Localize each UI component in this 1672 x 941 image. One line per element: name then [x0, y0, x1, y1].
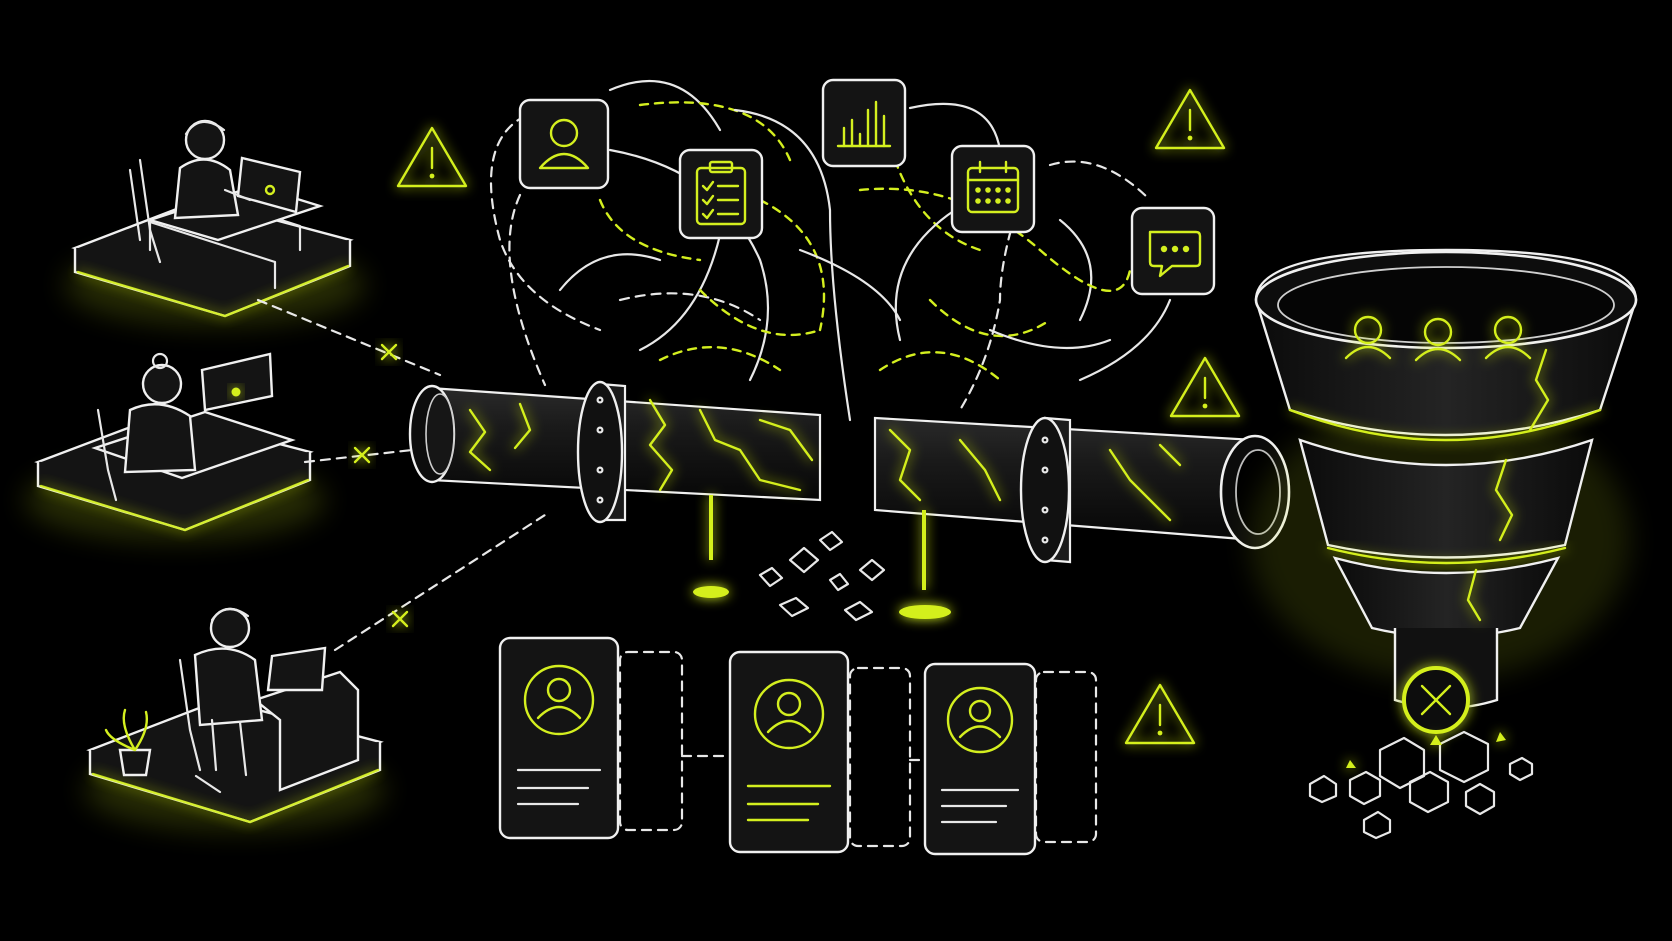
user-icon — [1414, 317, 1462, 362]
tool-panel-checklist — [678, 148, 764, 240]
bar-chart-icon — [836, 100, 892, 148]
broken-pipe — [408, 380, 1291, 622]
tangled-connections — [489, 80, 1172, 422]
x-mark-icon — [353, 446, 371, 464]
user-icon — [536, 677, 582, 720]
person-3 — [178, 607, 264, 794]
user-icon — [1344, 315, 1392, 360]
warning-icon — [1169, 356, 1241, 418]
user-icon — [958, 699, 1002, 739]
x-mark-icon — [391, 610, 409, 628]
warning-icon — [396, 126, 468, 188]
candidate-card — [728, 650, 912, 854]
workstation-2 — [25, 352, 325, 540]
person-2 — [96, 352, 197, 502]
workstation-3 — [85, 607, 385, 830]
warning-icon — [1154, 88, 1226, 150]
tool-panel-user — [518, 98, 610, 190]
tool-panel-chart — [821, 78, 907, 168]
x-circle-icon — [1402, 666, 1470, 734]
candidate-cards — [498, 636, 1098, 856]
funnel — [1250, 248, 1638, 840]
candidate-card — [923, 662, 1098, 856]
user-icon — [766, 691, 812, 734]
warning-icon — [1124, 683, 1196, 745]
pipe-flange — [576, 380, 627, 524]
x-mark-icon — [380, 343, 398, 361]
chat-bubble-icon — [1148, 230, 1202, 278]
workstation-1 — [65, 119, 365, 325]
user-icon — [1484, 315, 1532, 360]
person-1 — [128, 119, 252, 264]
plant — [104, 708, 152, 777]
tool-panel-chat — [1130, 206, 1216, 296]
tool-panel-calendar — [950, 144, 1036, 234]
clipboard-checklist-icon — [695, 160, 747, 226]
broken-links — [256, 298, 547, 652]
user-icon — [538, 118, 590, 170]
pipe-flange — [1019, 416, 1072, 564]
candidate-card — [498, 636, 684, 840]
calendar-icon — [966, 160, 1020, 214]
